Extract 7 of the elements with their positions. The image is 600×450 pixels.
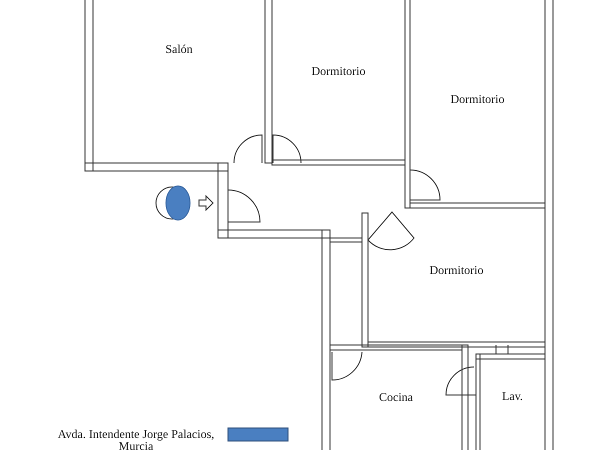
room-label: Dormitorio <box>410 92 545 106</box>
address-text: Avda. Intendente Jorge Palacios, Murcia <box>56 428 216 450</box>
room-label: Dormitorio <box>368 263 545 277</box>
room-label: Salón <box>93 42 265 56</box>
room-label: Cocina <box>330 390 462 404</box>
room-label: Dormitorio <box>272 64 405 78</box>
room-label: Lav. <box>480 389 545 403</box>
